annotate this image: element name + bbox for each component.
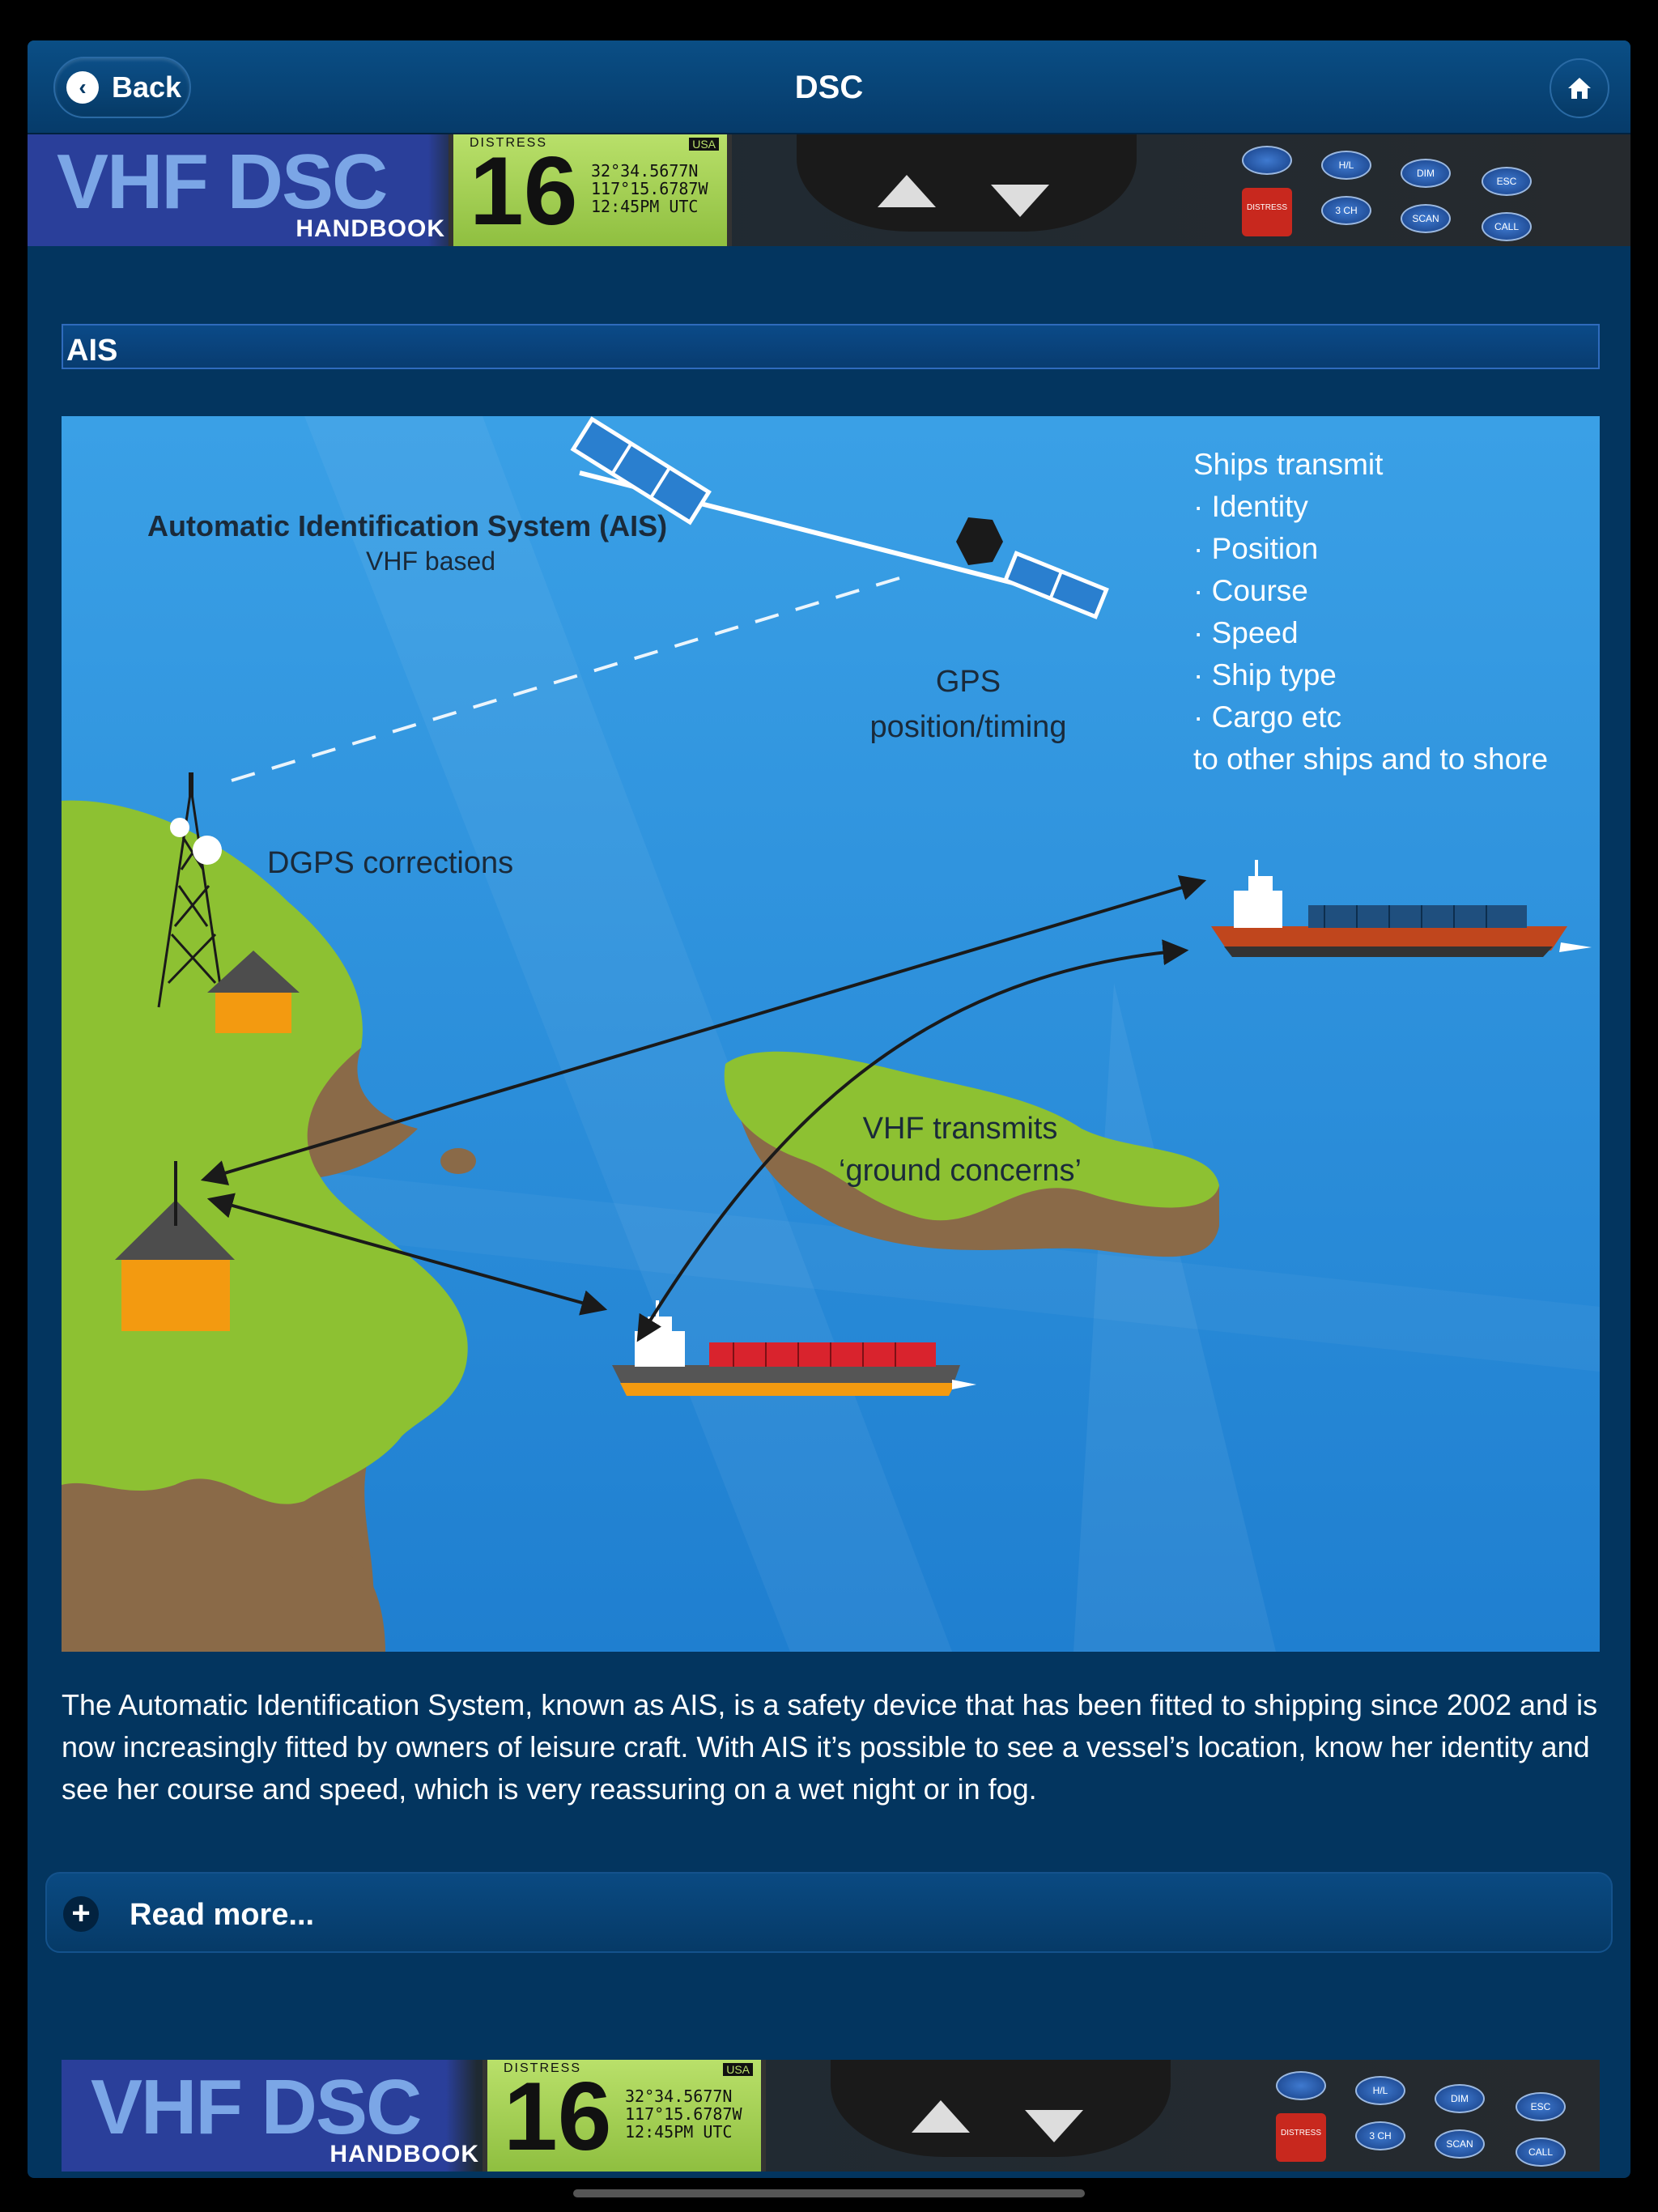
distress-key: DISTRESS (1276, 2113, 1326, 2162)
radio-key: H/L (1321, 151, 1371, 180)
gps-signal-line (231, 576, 900, 782)
ships-transmit-item: · Speed (1193, 616, 1299, 649)
radio-key: SCAN (1435, 2129, 1485, 2159)
distress-key: DISTRESS (1242, 188, 1292, 236)
radio-key: DIM (1401, 159, 1451, 188)
banner-logo-title: VHF DSC (91, 2064, 422, 2150)
ships-transmit-item: · Identity (1193, 490, 1308, 523)
banner-logo: VHF DSC HANDBOOK (91, 2060, 479, 2172)
handbook-banner-bottom: VHF DSC HANDBOOK DISTRESS 16 USA 32°34.5… (62, 2060, 1600, 2172)
back-button-label: Back (112, 70, 182, 104)
back-button[interactable]: ‹ Back (53, 57, 191, 118)
lcd-lon: 117°15.6787W (625, 2104, 742, 2124)
diagram-subheading: VHF based (366, 547, 495, 576)
plus-icon: + (63, 1896, 99, 1932)
dgps-label: DGPS corrections (267, 846, 513, 880)
lcd-channel: 16 (470, 137, 578, 245)
radio-key: CALL (1516, 2138, 1566, 2167)
radio-key (1276, 2071, 1326, 2100)
ais-description: The Automatic Identification System, kno… (62, 1688, 1598, 1806)
banner-logo: VHF DSC HANDBOOK (57, 134, 445, 246)
banner-logo-title: VHF DSC (57, 138, 388, 225)
ships-transmit-item: · Position (1193, 532, 1318, 565)
radio-key: SCAN (1401, 204, 1451, 233)
radio-key: 3 CH (1321, 196, 1371, 225)
radio-key: CALL (1482, 212, 1532, 241)
lcd-flag: USA (689, 138, 719, 151)
banner-logo-subtitle: HANDBOOK (295, 215, 445, 242)
lcd-time: 12:45PM UTC (591, 197, 699, 216)
ais-diagram: Automatic Identification System (AIS) VH… (62, 416, 1600, 1652)
radio-key: DIM (1435, 2084, 1485, 2113)
ships-transmit-footer: to other ships and to shore (1193, 742, 1548, 776)
home-indicator[interactable] (573, 2189, 1085, 2197)
ship-upper (1211, 860, 1592, 957)
vhf-label: VHF transmits (863, 1112, 1058, 1146)
home-button[interactable] (1550, 58, 1609, 118)
radio-keypad: H/L DIM ESC DISTRESS 3 CH SCAN CALL (1260, 2060, 1600, 2172)
radio-dpad (831, 2060, 1171, 2157)
section-header: AIS (62, 324, 1600, 369)
radio-lcd: DISTRESS 16 USA 32°34.5677N 117°15.6787W… (483, 2060, 766, 2172)
lcd-lon: 117°15.6787W (591, 179, 708, 198)
ships-transmit-item: · Ship type (1193, 658, 1337, 691)
radio-lcd: DISTRESS 16 USA 32°34.5677N 117°15.6787W… (449, 134, 732, 246)
lcd-time: 12:45PM UTC (625, 2122, 733, 2142)
arrow-down-icon (991, 185, 1049, 217)
navigation-bar: ‹ Back DSC (28, 40, 1630, 134)
home-icon (1568, 78, 1591, 99)
gps-label: position/timing (870, 710, 1067, 744)
radio-key: 3 CH (1355, 2121, 1405, 2150)
section-title: AIS (66, 334, 118, 368)
ais-link-arrow (636, 939, 1189, 1342)
lcd-label: DISTRESS (470, 136, 548, 150)
radio-key: ESC (1482, 167, 1532, 196)
radio-key (1242, 146, 1292, 175)
chevron-left-icon: ‹ (66, 71, 99, 104)
tower-antenna (193, 836, 222, 865)
handbook-banner-top: VHF DSC HANDBOOK DISTRESS 16 USA 32°34.5… (28, 134, 1630, 246)
lcd-coordinates: 32°34.5677N 117°15.6787W 12:45PM UTC (625, 2087, 742, 2141)
radio-dpad (797, 134, 1137, 232)
lcd-label: DISTRESS (504, 2061, 582, 2075)
lcd-lat: 32°34.5677N (591, 161, 699, 181)
mainland-earth-lower (62, 1545, 385, 1652)
read-more-button[interactable]: + Read more... (45, 1872, 1613, 1953)
lcd-coordinates: 32°34.5677N 117°15.6787W 12:45PM UTC (591, 162, 708, 215)
lcd-lat: 32°34.5677N (625, 2087, 733, 2106)
ais-link-arrow (206, 1193, 608, 1316)
arrow-up-icon (878, 175, 936, 207)
radio-key: ESC (1516, 2092, 1566, 2121)
gps-satellite (570, 416, 1109, 619)
radio-keypad: H/L DIM ESC DISTRESS 3 CH SCAN CALL (1226, 134, 1582, 246)
vhf-label: ‘ground concerns’ (839, 1154, 1082, 1188)
ships-transmit-title: Ships transmit (1193, 448, 1384, 481)
read-more-label: Read more... (130, 1898, 315, 1932)
diagram-heading: Automatic Identification System (AIS) (147, 509, 667, 542)
ship-lower (612, 1300, 976, 1396)
rock (440, 1148, 476, 1174)
page-title: DSC (794, 70, 864, 105)
ships-transmit-item: · Cargo etc (1193, 700, 1341, 734)
ships-transmit-list: Ships transmit · Identity · Position · C… (1193, 448, 1548, 776)
lcd-flag: USA (723, 2063, 753, 2076)
lcd-channel: 16 (504, 2062, 612, 2171)
radio-key: H/L (1355, 2076, 1405, 2105)
gps-label: GPS (936, 665, 1001, 699)
tower-antenna (170, 818, 189, 837)
ships-transmit-item: · Course (1193, 574, 1308, 607)
banner-logo-subtitle: HANDBOOK (329, 2141, 479, 2167)
arrow-up-icon (912, 2100, 970, 2133)
arrow-down-icon (1025, 2110, 1083, 2142)
app-window: ‹ Back DSC VHF DSC HANDBOOK DISTRESS 16 … (28, 40, 1630, 2178)
